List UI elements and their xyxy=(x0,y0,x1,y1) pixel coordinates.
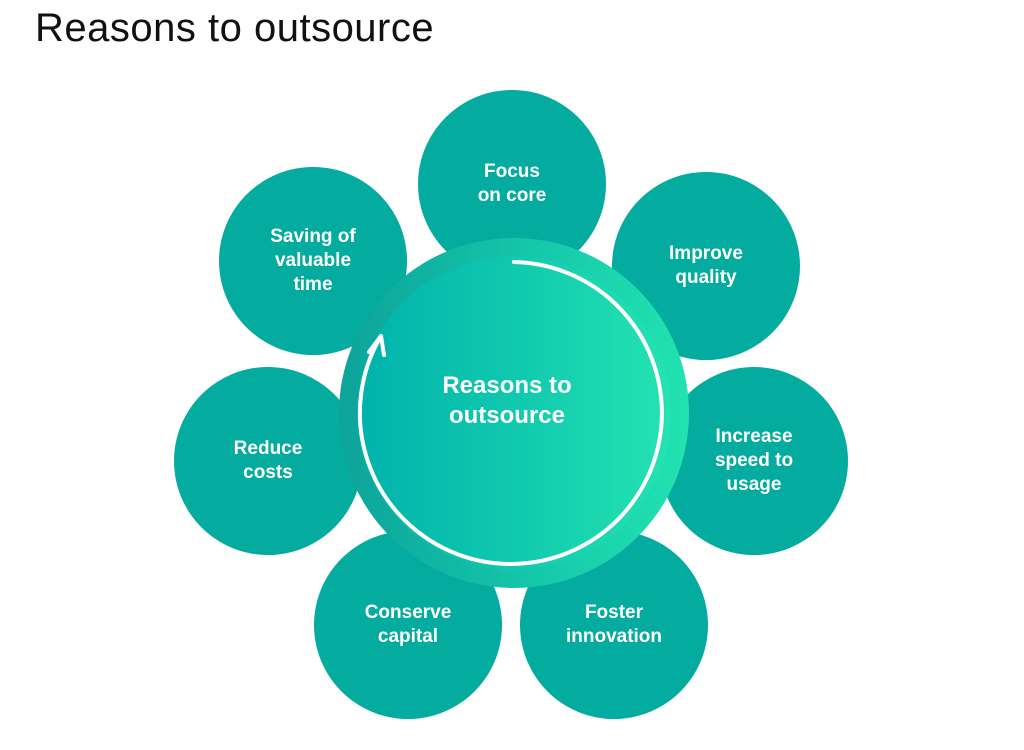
reason-label: Focus on core xyxy=(477,161,547,206)
reason-increase-speed: Increase speed to usage xyxy=(660,367,848,555)
reason-reduce-costs: Reduce costs xyxy=(174,367,362,555)
page-title: Reasons to outsource xyxy=(35,6,435,50)
center-label: Reasons to outsource xyxy=(442,372,572,429)
reason-label: Reduce costs xyxy=(233,438,303,483)
reason-label: Improve quality xyxy=(669,243,743,288)
center-hub: Reasons to outsource xyxy=(357,256,671,570)
reason-label: Conserve capital xyxy=(364,602,452,647)
reason-label: Saving of valuable time xyxy=(270,226,356,295)
reason-label: Foster innovation xyxy=(565,602,663,647)
reason-label: Increase speed to usage xyxy=(714,426,794,495)
